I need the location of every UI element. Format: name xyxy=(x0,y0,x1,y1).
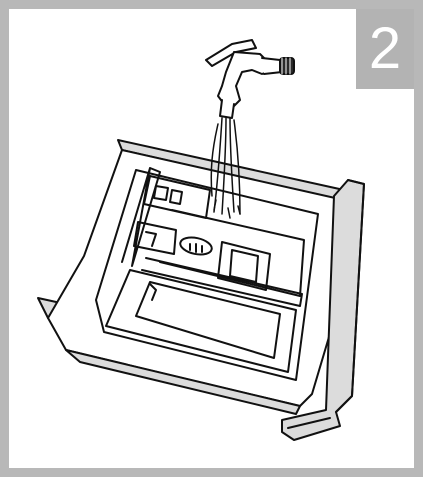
drawer-bottom xyxy=(65,349,301,415)
siphon-cap xyxy=(179,236,213,256)
step-number-badge: 2 xyxy=(356,9,414,89)
water-stream xyxy=(210,117,241,219)
compartment-divider-main xyxy=(121,167,161,267)
drawer-inner-wall xyxy=(95,169,319,381)
tap-handle xyxy=(205,39,257,67)
detergent-drawer xyxy=(37,139,365,441)
liquid-cup xyxy=(217,241,271,291)
tap xyxy=(205,39,295,119)
compartment-divider-right xyxy=(141,257,303,307)
prewash-compartment xyxy=(159,209,305,297)
tap-spout xyxy=(219,99,235,119)
main-compartment xyxy=(105,269,297,373)
softener-insert xyxy=(143,175,211,219)
